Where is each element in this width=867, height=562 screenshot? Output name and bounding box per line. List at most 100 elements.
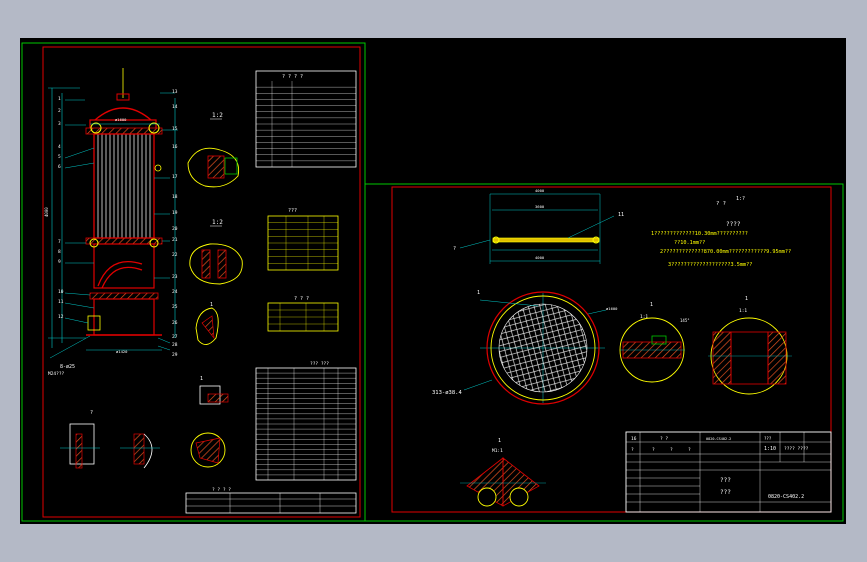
table-title-4: ??? ??? (310, 361, 329, 367)
part-number: 8 (58, 249, 61, 255)
view-2-scale: 1:1 (739, 308, 747, 314)
sheet-right-outer-border (364, 183, 844, 522)
note-line-2: ??10.1mm?? (674, 240, 705, 246)
title-block-left: ? ? ? ? (185, 487, 357, 514)
dim-top: ø1600 (115, 117, 127, 122)
plate-dim: ø1600 (606, 306, 618, 311)
detail-bottom-left: ? (60, 410, 160, 469)
tube-dim-mid: 3600 (535, 204, 545, 209)
title-scale: 1:10 (764, 446, 776, 452)
part-number: 17 (172, 174, 178, 180)
part-number: 26 (172, 320, 178, 326)
section-view-3: 1 M1:1 (460, 438, 546, 507)
title-h4: ??? (764, 436, 772, 441)
part-number: 14 (172, 104, 178, 110)
part-number: 16 (172, 144, 178, 150)
title-row-a-2: ? (652, 447, 655, 453)
tube-label: 11 (618, 212, 624, 218)
part-number: 24 (172, 289, 178, 295)
svg-text:1: 1 (200, 376, 203, 382)
part-number: 9 (58, 259, 61, 265)
dim-bottom: ø1420 (116, 349, 128, 354)
section-view-1: 1 1:1 145° (619, 302, 690, 383)
part-number: 4 (58, 144, 61, 150)
title-name-1: ??? (720, 477, 731, 484)
part-number: 29 (172, 352, 178, 358)
technical-notes: ? ? 1:? ???? 1?????????????10.30mm??????… (651, 196, 791, 268)
svg-text:1: 1 (210, 302, 213, 308)
plate-label: 1 (477, 290, 480, 296)
part-number: 12 (58, 314, 64, 320)
part-number: 11 (58, 299, 64, 305)
section-view-2: 1 1:1 (708, 296, 792, 395)
title-h2: ? ? (660, 436, 668, 442)
note-scale: 1:? (736, 196, 745, 202)
part-number: 20 (172, 226, 178, 232)
part-number: 28 (172, 342, 178, 348)
vessel-elevation-view: 8-ø25 M24??? ø1600 ø1420 4000 1234567891… (44, 68, 178, 377)
note-line-4: 3???????????????????3.5mm?? (668, 262, 752, 268)
title-row-a-3: ? (670, 447, 673, 453)
bolt-note-2: M24??? (48, 371, 65, 377)
view-3-label: 1 (498, 438, 501, 444)
view-label-2: 1:2 (212, 219, 223, 226)
sheet-left-inner-border (42, 46, 361, 518)
view-1-scale: 1:1 (640, 314, 648, 320)
title-row-a-4: ? (688, 447, 691, 453)
part-number: 19 (172, 210, 178, 216)
title-row-a-1: ? (631, 447, 634, 453)
sheet-right-inner-border (391, 186, 832, 513)
part-number: 27 (172, 334, 178, 340)
table-nozzle: ??? (267, 208, 339, 271)
title-name-2: ??? (720, 489, 731, 496)
part-number: 15 (172, 126, 178, 132)
view-1-label: 1 (650, 302, 653, 308)
part-number: 18 (172, 194, 178, 200)
view-label-1: 1:2 (212, 112, 223, 119)
tube-sheet-plan: 1 ø1600 313-ø38.4 (432, 290, 618, 405)
detail-views-middle: 1:2 1:2 1 1 (187, 112, 243, 468)
title-sheet: ???? ???? (784, 446, 809, 452)
bolt-note-1: 8-ø25 (60, 364, 75, 370)
table-title-1: ? ? ? ? (282, 74, 303, 80)
part-number: 10 (58, 289, 64, 295)
sheet-right: 4000 3600 4000 11 ? ? ? 1:? ???? 1??????… (364, 183, 844, 522)
part-number: 23 (172, 274, 178, 280)
detail-title: ? (90, 410, 93, 416)
title-h1: 16 (631, 436, 637, 442)
part-number: 25 (172, 304, 178, 310)
dim-height: 4000 (44, 207, 49, 217)
part-number: 1 (58, 96, 61, 102)
note-heading: ???? (726, 221, 741, 228)
table-title-2: ??? (288, 208, 297, 214)
note-line-3: 2?????????????870.00mm????????????9.95mm… (660, 249, 791, 255)
drawing-number: 0820-CS402.2 (768, 494, 804, 500)
part-number-labels: 1234567891011121314151617181920212223242… (58, 89, 178, 358)
note-title: ? ? (716, 201, 726, 207)
note-line-1: 1?????????????10.30mm?????????? (651, 231, 748, 237)
tube-elevation: 4000 3600 4000 11 ? (453, 188, 624, 264)
part-number: 6 (58, 164, 61, 170)
part-number: 3 (58, 121, 61, 127)
table-design-data: ? ? ? ? (255, 70, 357, 168)
table-parts-small: ? ? ? (267, 296, 339, 332)
tube-dim-bot: 4000 (535, 255, 545, 260)
part-number: 7 (58, 239, 61, 245)
title-block-label: ? ? ? ? (212, 487, 231, 493)
title-block-right: 16 ? ? 0820-CS402.2 ??? ? ? ? ? ??? ??? … (625, 431, 832, 513)
table-title-3: ? ? ? (294, 296, 309, 302)
hole-note: 313-ø38.4 (432, 390, 462, 396)
part-number: 22 (172, 252, 178, 258)
part-number: 21 (172, 237, 178, 243)
tube-ref: ? (453, 246, 456, 252)
svg-text:145°: 145° (680, 318, 690, 323)
part-number: 13 (172, 89, 178, 95)
view-3-scale: M1:1 (492, 448, 503, 454)
table-parts-list: ??? ??? (255, 361, 357, 481)
title-h3: 0820-CS402.2 (706, 437, 731, 441)
part-number: 2 (58, 108, 61, 114)
part-number: 5 (58, 154, 61, 160)
view-2-label: 1 (745, 296, 748, 302)
sheet-left: 8-ø25 M24??? ø1600 ø1420 4000 1234567891… (21, 42, 366, 522)
